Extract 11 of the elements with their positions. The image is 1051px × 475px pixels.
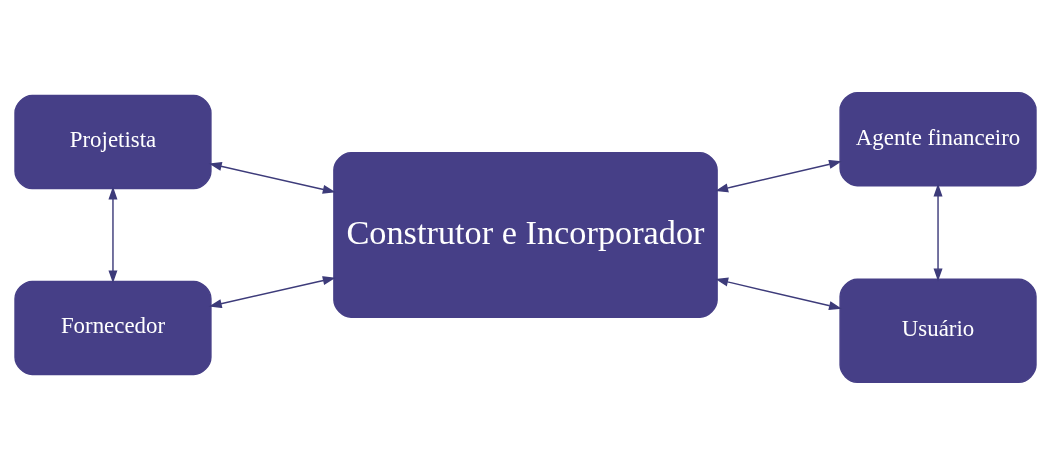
- arrow: [108, 186, 118, 284]
- node-box: Construtor e Incorporador: [333, 152, 718, 318]
- arrow: [933, 183, 943, 282]
- node-box: Agente financeiro: [839, 92, 1037, 187]
- arrow: [715, 277, 842, 311]
- arrow: [208, 276, 336, 309]
- node-box: Projetista: [14, 94, 212, 190]
- node-box: Usuário: [839, 278, 1037, 383]
- arrow: [208, 161, 336, 194]
- arrow: [715, 159, 842, 193]
- node-box: Fornecedor: [14, 280, 212, 376]
